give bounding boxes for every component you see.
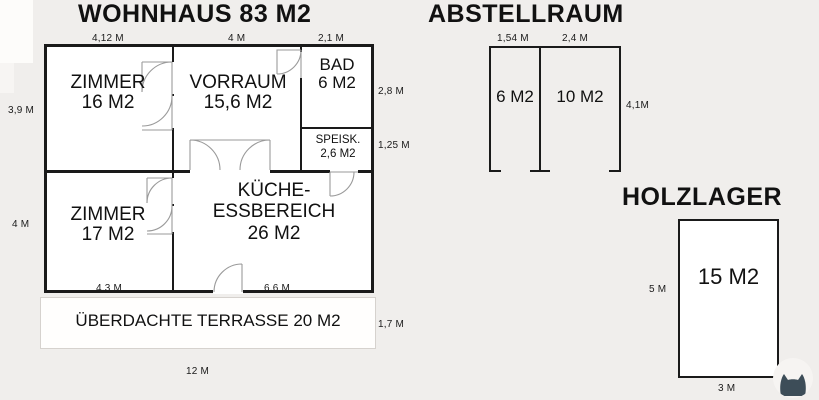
- abstellraum-stub-middle: [530, 170, 550, 172]
- dim-top-2: 4 M: [228, 33, 246, 44]
- abstellraum-wall-left: [489, 46, 491, 172]
- dim-inner-bottom-2: 6,6 M: [264, 283, 291, 294]
- room-speisk: SPEISK. 2,6 M2: [302, 133, 374, 162]
- door-arc-zimmer2-kueche: [146, 177, 173, 235]
- wohnhaus-interior-fill: [44, 47, 372, 290]
- door-opening-zimmer2-kueche-upper: [171, 178, 175, 204]
- wohnhaus-title: WOHNHAUS 83 M2: [78, 0, 312, 28]
- dim-abstellraum-top-2: 2,4 M: [562, 33, 589, 44]
- wall-vorraum-bad: [300, 44, 302, 173]
- cat-logo-icon: [773, 358, 813, 398]
- dim-holzlager-bottom: 3 M: [718, 383, 736, 394]
- paper-edge-patch: [0, 0, 33, 63]
- dim-top-3: 2,1 M: [318, 33, 345, 44]
- dim-holzlager-left: 5 M: [649, 284, 667, 295]
- room-speisk-area: 2,6 M2: [320, 148, 356, 161]
- room-zimmer-16: ZIMMER 16 M2: [46, 73, 170, 113]
- dim-right-2: 1,25 M: [378, 140, 410, 151]
- abstellraum-stub-left: [489, 170, 501, 172]
- door-arc-zimmer-vorraum: [141, 61, 173, 131]
- room-vorraum-area: 15,6 M2: [203, 91, 273, 113]
- dim-bottom-total: 12 M: [186, 366, 210, 377]
- room-abstellraum-6: 6 M2: [496, 87, 534, 106]
- holzlager-wall-bottom: [678, 376, 779, 378]
- abstellraum-title: ABSTELLRAUM: [428, 0, 624, 28]
- abstellraum-wall-middle: [539, 46, 541, 172]
- room-bad-area: 6 M2: [318, 72, 356, 92]
- abstellraum-stub-right: [609, 170, 621, 172]
- terrace-area: [40, 297, 376, 349]
- dim-abstellraum-right: 4,1M: [626, 100, 650, 111]
- dim-right-1: 2,8 M: [378, 86, 405, 97]
- door-arc-double-vorraum-kueche: [189, 139, 271, 171]
- holzlager-title: HOLZLAGER: [622, 183, 783, 211]
- door-opening-zimmer-vorraum-lower: [171, 96, 175, 128]
- room-kueche-name-line1: KÜCHE-: [237, 180, 311, 201]
- holzlager-wall-top: [678, 219, 779, 221]
- room-abstellraum-10: 10 M2: [556, 87, 604, 106]
- dim-abstellraum-top-1: 1,54 M: [497, 33, 529, 44]
- wall-top: [44, 44, 374, 47]
- door-arc-bad: [276, 49, 302, 78]
- room-bad: BAD 6 M2: [302, 56, 372, 92]
- dim-top-1: 4,12 M: [92, 33, 124, 44]
- door-arc-terrasse: [213, 263, 243, 293]
- holzlager-wall-right: [777, 219, 779, 378]
- room-zimmer-17-area: 17 M2: [81, 223, 135, 245]
- room-vorraum: VORRAUM 15,6 M2: [176, 73, 300, 113]
- wall-left: [44, 44, 47, 293]
- dim-left-2: 4 M: [12, 219, 30, 230]
- wall-right: [371, 44, 374, 293]
- holzlager-wall-left: [678, 219, 680, 378]
- paper-edge-patch-secondary: [0, 63, 14, 93]
- room-kueche-essbereich: KÜCHE- ESSBEREICH 26 M2: [176, 180, 372, 244]
- dim-right-3: 1,7 M: [378, 319, 405, 330]
- wall-bad-speisk: [300, 127, 374, 129]
- room-holzlager-area: 15 M2: [697, 264, 760, 289]
- room-zimmer-17-name: ZIMMER: [70, 204, 146, 225]
- room-zimmer-16-name: ZIMMER: [70, 72, 146, 93]
- holzlager-interior-fill: [680, 221, 777, 376]
- room-kueche-name-line2: ESSBEREICH: [212, 201, 336, 223]
- door-opening-vorraum-kueche: [190, 169, 270, 174]
- door-opening-zimmer-vorraum-upper: [171, 62, 175, 94]
- abstellraum-wall-top: [489, 46, 621, 48]
- door-opening-terrasse: [213, 289, 243, 294]
- room-vorraum-name: VORRAUM: [189, 72, 287, 93]
- door-arc-speisk: [329, 171, 358, 197]
- room-zimmer-16-area: 16 M2: [81, 91, 135, 113]
- room-kueche-area: 26 M2: [247, 222, 301, 244]
- room-zimmer-17: ZIMMER 17 M2: [46, 205, 170, 245]
- abstellraum-wall-right: [619, 46, 621, 172]
- room-speisk-name: SPEISK.: [315, 134, 361, 146]
- dim-left-1: 3,9 M: [8, 105, 35, 116]
- room-bad-name: BAD: [319, 55, 355, 74]
- door-opening-zimmer2-kueche-lower: [171, 206, 175, 232]
- dim-inner-bottom-1: 4,3 M: [96, 283, 123, 294]
- wall-bottom: [44, 290, 374, 293]
- room-terrasse-label: ÜBERDACHTE TERRASSE 20 M2: [75, 311, 341, 330]
